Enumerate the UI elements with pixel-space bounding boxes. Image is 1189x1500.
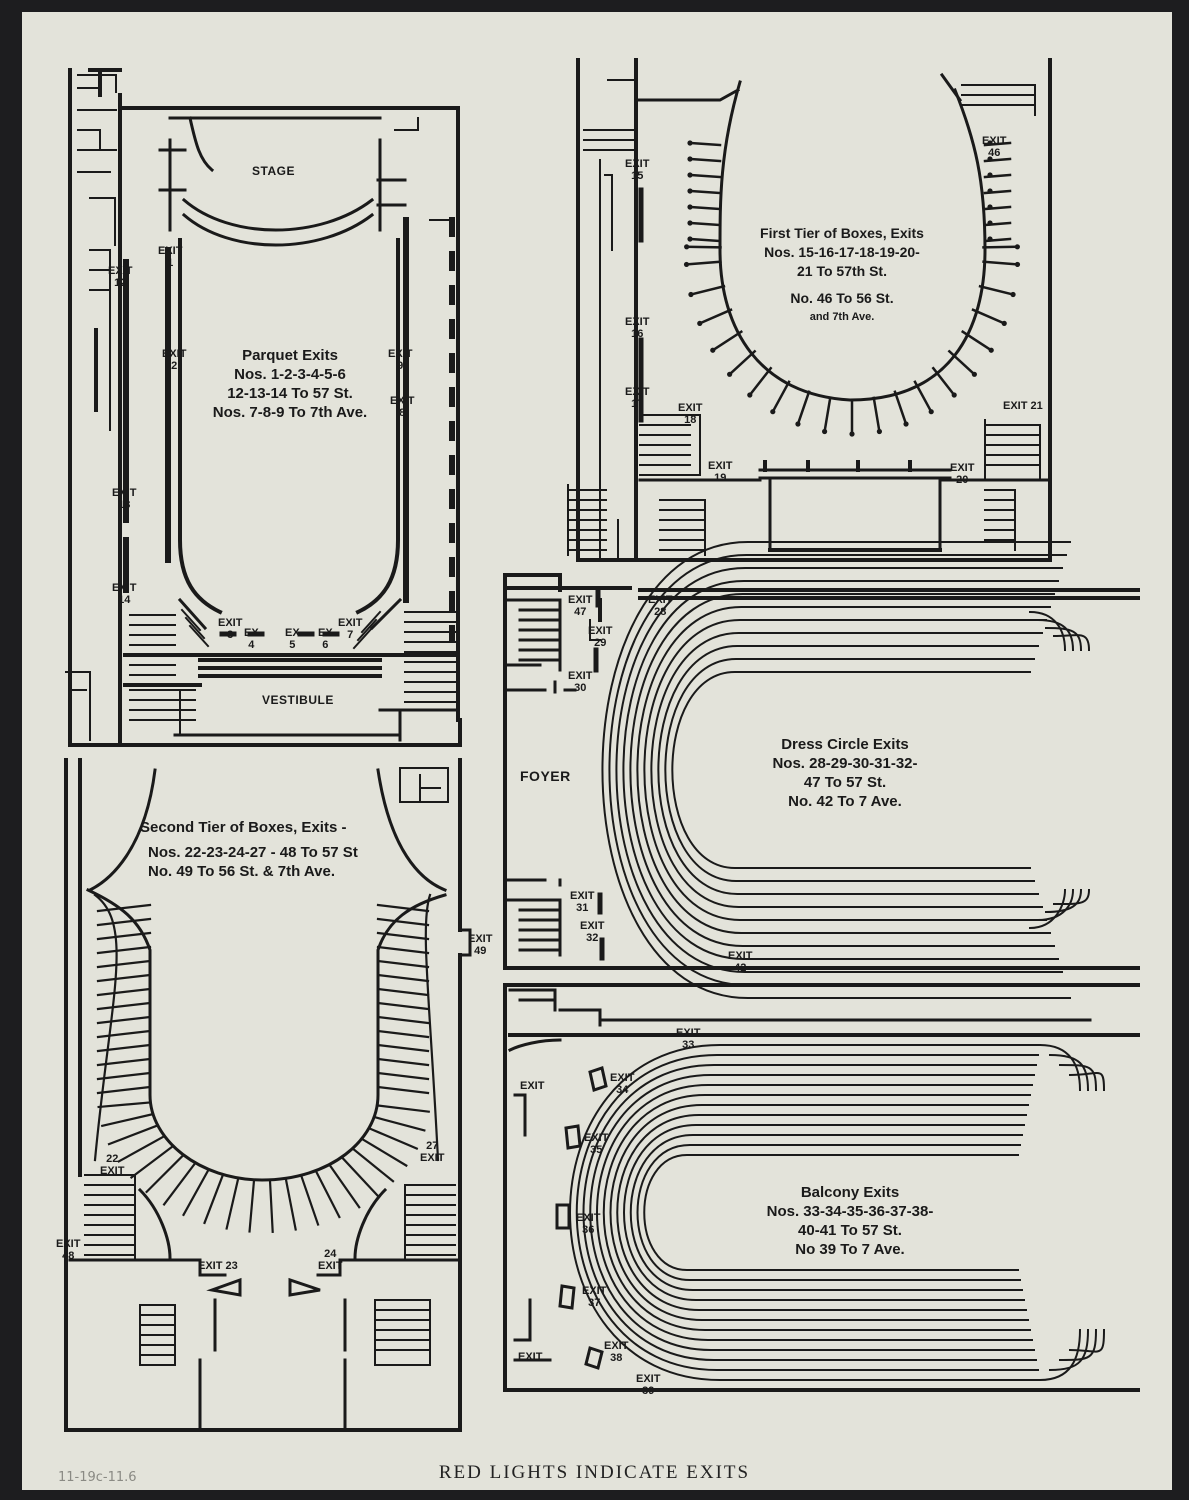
dress-circle-seating-rows [601,541,1091,999]
parquet-exits-title: Parquet Exits Nos. 1-2-3-4-5-6 12-13-14 … [195,346,385,422]
document-page [22,12,1172,1490]
balcony-title-line: Nos. 33-34-35-36-37-38- [766,1203,934,1220]
second-tier-plan [64,758,472,1432]
first-tier-title-line: Nos. 15-16-17-18-19-20- [764,244,920,260]
dress-circle-title-line: 47 To 57 St. [803,774,887,791]
second-tier-exit-23: EXIT 23 [198,1260,238,1272]
foyer-label: FOYER [520,768,571,784]
parquet-title-line: Parquet Exits [242,347,338,364]
second-tier-exits-title: Second Tier of Boxes, Exits - Nos. 22-23… [140,818,380,881]
first-tier-exits-title: First Tier of Boxes, Exits Nos. 15-16-17… [742,224,942,327]
balcony-title-line: No 39 To 7 Ave. [795,1241,905,1258]
balcony-exit-41: EXIT [518,1351,543,1363]
balcony-title-line: Balcony Exits [800,1184,900,1201]
parquet-title-line: 12-13-14 To 57 St. [227,385,353,402]
balcony-seating-rows [569,1043,1106,1382]
parquet-title-line: Nos. 1-2-3-4-5-6 [234,366,346,383]
balcony-title-line: 40-41 To 57 St. [798,1222,902,1239]
dress-circle-title-line: Dress Circle Exits [781,736,909,753]
first-tier-title-line: and 7th Ave. [809,311,875,323]
parquet-plan [65,68,462,747]
first-tier-box-chairs [683,140,1021,437]
dress-circle-exits-title: Dress Circle Exits Nos. 28-29-30-31-32- … [745,735,945,811]
first-tier-box-partitions [685,141,1019,436]
caption: RED LIGHTS INDICATE EXITS [438,1462,751,1483]
second-tier-box-partitions [93,893,440,1233]
pencil-annotation: 11-19c-11.6 [58,1470,137,1485]
dress-circle-title-line: No. 42 To 7 Ave. [788,793,902,810]
second-tier-title-line: No. 49 To 56 St. & 7th Ave. [148,863,335,880]
dress-circle-title-line: Nos. 28-29-30-31-32- [772,755,918,772]
vestibule-label: VESTIBULE [262,693,334,707]
first-tier-title-line: No. 46 To 56 St. [790,290,894,306]
second-tier-title-line: Nos. 22-23-24-27 - 48 To 57 St [148,844,358,861]
parquet-title-line: Nos. 7-8-9 To 7th Ave. [212,404,368,421]
balcony-exit-40: EXIT [520,1080,545,1092]
second-tier-title-line: Second Tier of Boxes, Exits - [140,819,347,836]
balcony-exits-title: Balcony Exits Nos. 33-34-35-36-37-38- 40… [745,1183,955,1259]
dress-circle-plan [503,573,1140,970]
first-tier-title-line: 21 To 57th St. [797,263,887,279]
first-tier-exit-21: EXIT 21 [1003,400,1043,412]
stage-label: STAGE [252,164,295,178]
first-tier-title-line: First Tier of Boxes, Exits [760,225,924,241]
first-tier-plan [567,58,1052,562]
